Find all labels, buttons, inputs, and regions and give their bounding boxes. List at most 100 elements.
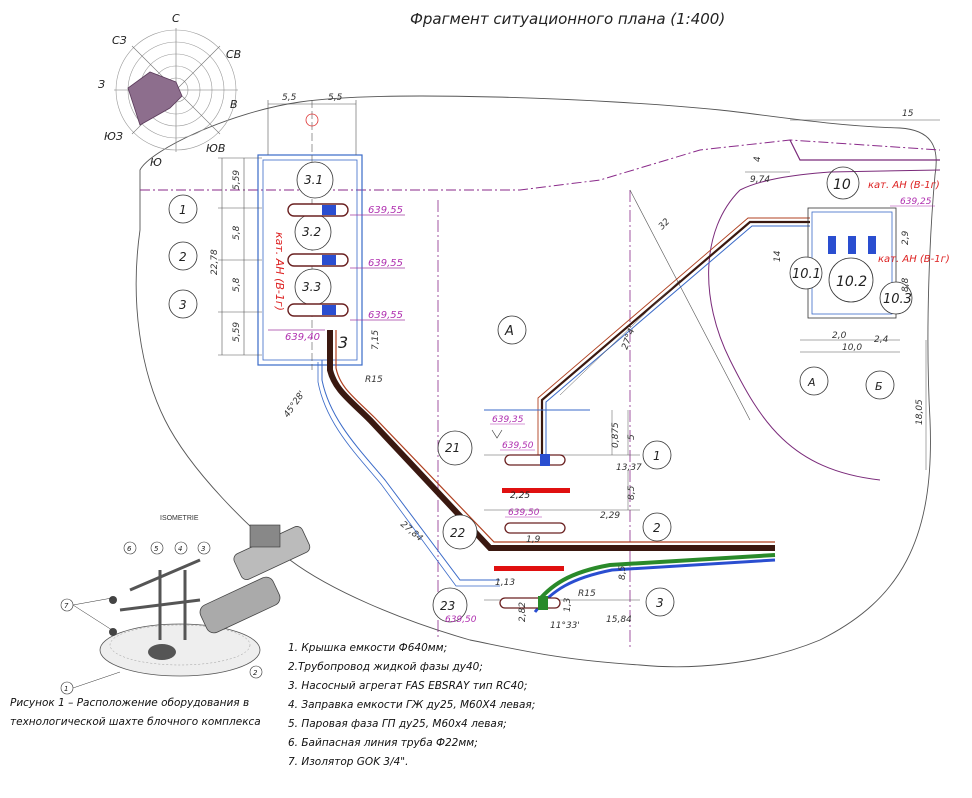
legend-item-4: 4. Заправка емкости ГЖ ду25, М60Х4 левая…: [288, 699, 536, 711]
svg-text:4: 4: [753, 156, 763, 162]
svg-text:2,0: 2,0: [832, 331, 847, 341]
svg-text:кат. АН (В-1г): кат. АН (В-1г): [878, 254, 950, 265]
svg-text:5,5: 5,5: [282, 93, 297, 103]
svg-text:5: 5: [154, 545, 159, 553]
figure-caption-line-2: технологической шахте блочного комплекса: [10, 716, 261, 728]
road-edge: [789, 139, 940, 161]
svg-text:1: 1: [653, 449, 661, 463]
svg-text:1,13: 1,13: [495, 578, 515, 588]
svg-text:4: 4: [178, 545, 182, 553]
legend-item-1: 1. Крышка емкости Ф640мм;: [288, 642, 448, 654]
figure-caption-line-1: Рисунок 1 – Расположение оборудования в: [10, 697, 250, 709]
svg-text:6: 6: [127, 545, 132, 553]
drawing-title: Фрагмент ситуационного плана (1:400): [410, 10, 725, 28]
svg-text:9,74: 9,74: [750, 175, 770, 185]
pipeline-to-block-10-red: [537, 217, 810, 458]
svg-text:ISOMETRIE: ISOMETRIE: [160, 515, 199, 522]
svg-text:R15: R15: [578, 589, 596, 599]
tank-21-label: 21: [445, 441, 460, 455]
road-edge: [739, 169, 941, 191]
svg-text:5: 5: [627, 434, 637, 440]
svg-text:2,29: 2,29: [600, 511, 620, 521]
svg-text:15,84: 15,84: [606, 615, 632, 625]
svg-text:5,5: 5,5: [328, 93, 343, 103]
block-3: 5,5 5,5 5,59 5,8 5,8 5,59 22,78 кат. АН …: [168, 93, 424, 544]
pipeline-main: [327, 330, 775, 551]
svg-text:1,3: 1,3: [563, 597, 573, 612]
svg-text:7,15: 7,15: [371, 330, 381, 350]
block-10: 15 4 9,74 10 кат. АН (В-1г) 639,25 10.1 …: [745, 109, 950, 470]
tank-10-3-label: 10.3: [883, 292, 912, 307]
svg-text:14: 14: [773, 250, 783, 262]
tank-3-3-label: 3.3: [302, 280, 321, 294]
row-1-label: 1: [179, 203, 187, 217]
svg-text:639,55: 639,55: [368, 258, 403, 269]
svg-text:18,05: 18,05: [915, 399, 925, 425]
svg-text:ЮВ: ЮВ: [206, 142, 225, 155]
legend-item-7: 7. Изолятор GOK 3/4".: [288, 756, 409, 768]
block-mid: А 639,35 21 22 23 2,25 639,50 639,50 639…: [432, 315, 675, 631]
svg-text:С: С: [172, 12, 180, 25]
svg-text:639,25: 639,25: [900, 197, 932, 207]
svg-text:кат. АН (В-1г): кат. АН (В-1г): [273, 232, 286, 311]
svg-text:639,50: 639,50: [502, 441, 534, 451]
block-10-label: 10: [833, 177, 851, 193]
legend-item-5: 5. Паровая фаза ГП ду25, М60х4 левая;: [288, 718, 507, 730]
legend-item-2: 2.Трубопровод жидкой фазы ду40;: [288, 661, 483, 673]
svg-text:27°4': 27°4': [620, 325, 638, 351]
svg-text:5,8: 5,8: [232, 277, 242, 292]
svg-text:22,78: 22,78: [210, 249, 220, 275]
svg-text:2,9: 2,9: [901, 230, 911, 245]
svg-text:5,59: 5,59: [232, 322, 242, 342]
svg-text:кат. АН (В-1г): кат. АН (В-1г): [868, 180, 940, 191]
svg-text:8,5: 8,5: [618, 565, 628, 580]
svg-text:1,9: 1,9: [526, 535, 541, 545]
isometric-illustration: ISOMETRIE 6 5 4 3 7 2 1: [60, 515, 311, 695]
svg-text:2: 2: [253, 669, 258, 677]
extension-line: [629, 189, 751, 421]
svg-text:5,59: 5,59: [232, 170, 242, 190]
block-3-label: 3: [338, 333, 348, 352]
svg-text:639,55: 639,55: [368, 310, 403, 321]
row-2-label: 2: [179, 250, 187, 264]
svg-text:R15: R15: [365, 375, 383, 385]
svg-text:2,4: 2,4: [874, 335, 889, 345]
svg-text:2,25: 2,25: [510, 491, 530, 501]
svg-text:Ю: Ю: [150, 156, 162, 169]
svg-text:45°28': 45°28': [282, 390, 307, 420]
axis-a-label: А: [504, 324, 514, 339]
svg-text:639,55: 639,55: [368, 205, 403, 216]
legend-item-3: 3. Насосный агрегат FAS EBSRAY тип RC40;: [288, 680, 528, 692]
svg-text:639,35: 639,35: [492, 415, 524, 425]
tank-22-label: 22: [450, 526, 465, 540]
svg-text:2,82: 2,82: [518, 602, 528, 622]
pipeline-blue-2: [317, 362, 500, 587]
svg-text:32: 32: [657, 217, 672, 232]
pipeline-blue: [321, 360, 500, 581]
svg-text:3: 3: [201, 545, 205, 553]
svg-text:27,84: 27,84: [398, 520, 424, 544]
pipeline-main-outline: [335, 330, 775, 543]
svg-text:11°33': 11°33': [550, 621, 580, 631]
svg-text:8,8: 8,8: [901, 277, 911, 292]
svg-text:639,50: 639,50: [508, 508, 540, 518]
tank-10-2-label: 10.2: [836, 274, 867, 290]
svg-text:СВ: СВ: [226, 48, 241, 61]
svg-text:13,37: 13,37: [616, 463, 642, 473]
svg-text:А: А: [807, 376, 816, 389]
svg-text:0,875: 0,875: [611, 422, 621, 448]
svg-text:ЮЗ: ЮЗ: [104, 130, 123, 143]
svg-text:В: В: [230, 98, 238, 111]
road-edge: [708, 189, 881, 481]
row-3-label: 3: [179, 298, 187, 312]
svg-text:3: 3: [656, 596, 664, 610]
tank-23-label: 23: [440, 599, 455, 613]
svg-text:15: 15: [902, 109, 914, 119]
svg-text:З: З: [98, 78, 105, 91]
tank-3-2-label: 3.2: [302, 225, 321, 239]
svg-text:Б: Б: [875, 380, 883, 393]
svg-text:5,8: 5,8: [232, 225, 242, 240]
axis-line: [140, 139, 941, 191]
svg-text:2: 2: [653, 521, 661, 535]
